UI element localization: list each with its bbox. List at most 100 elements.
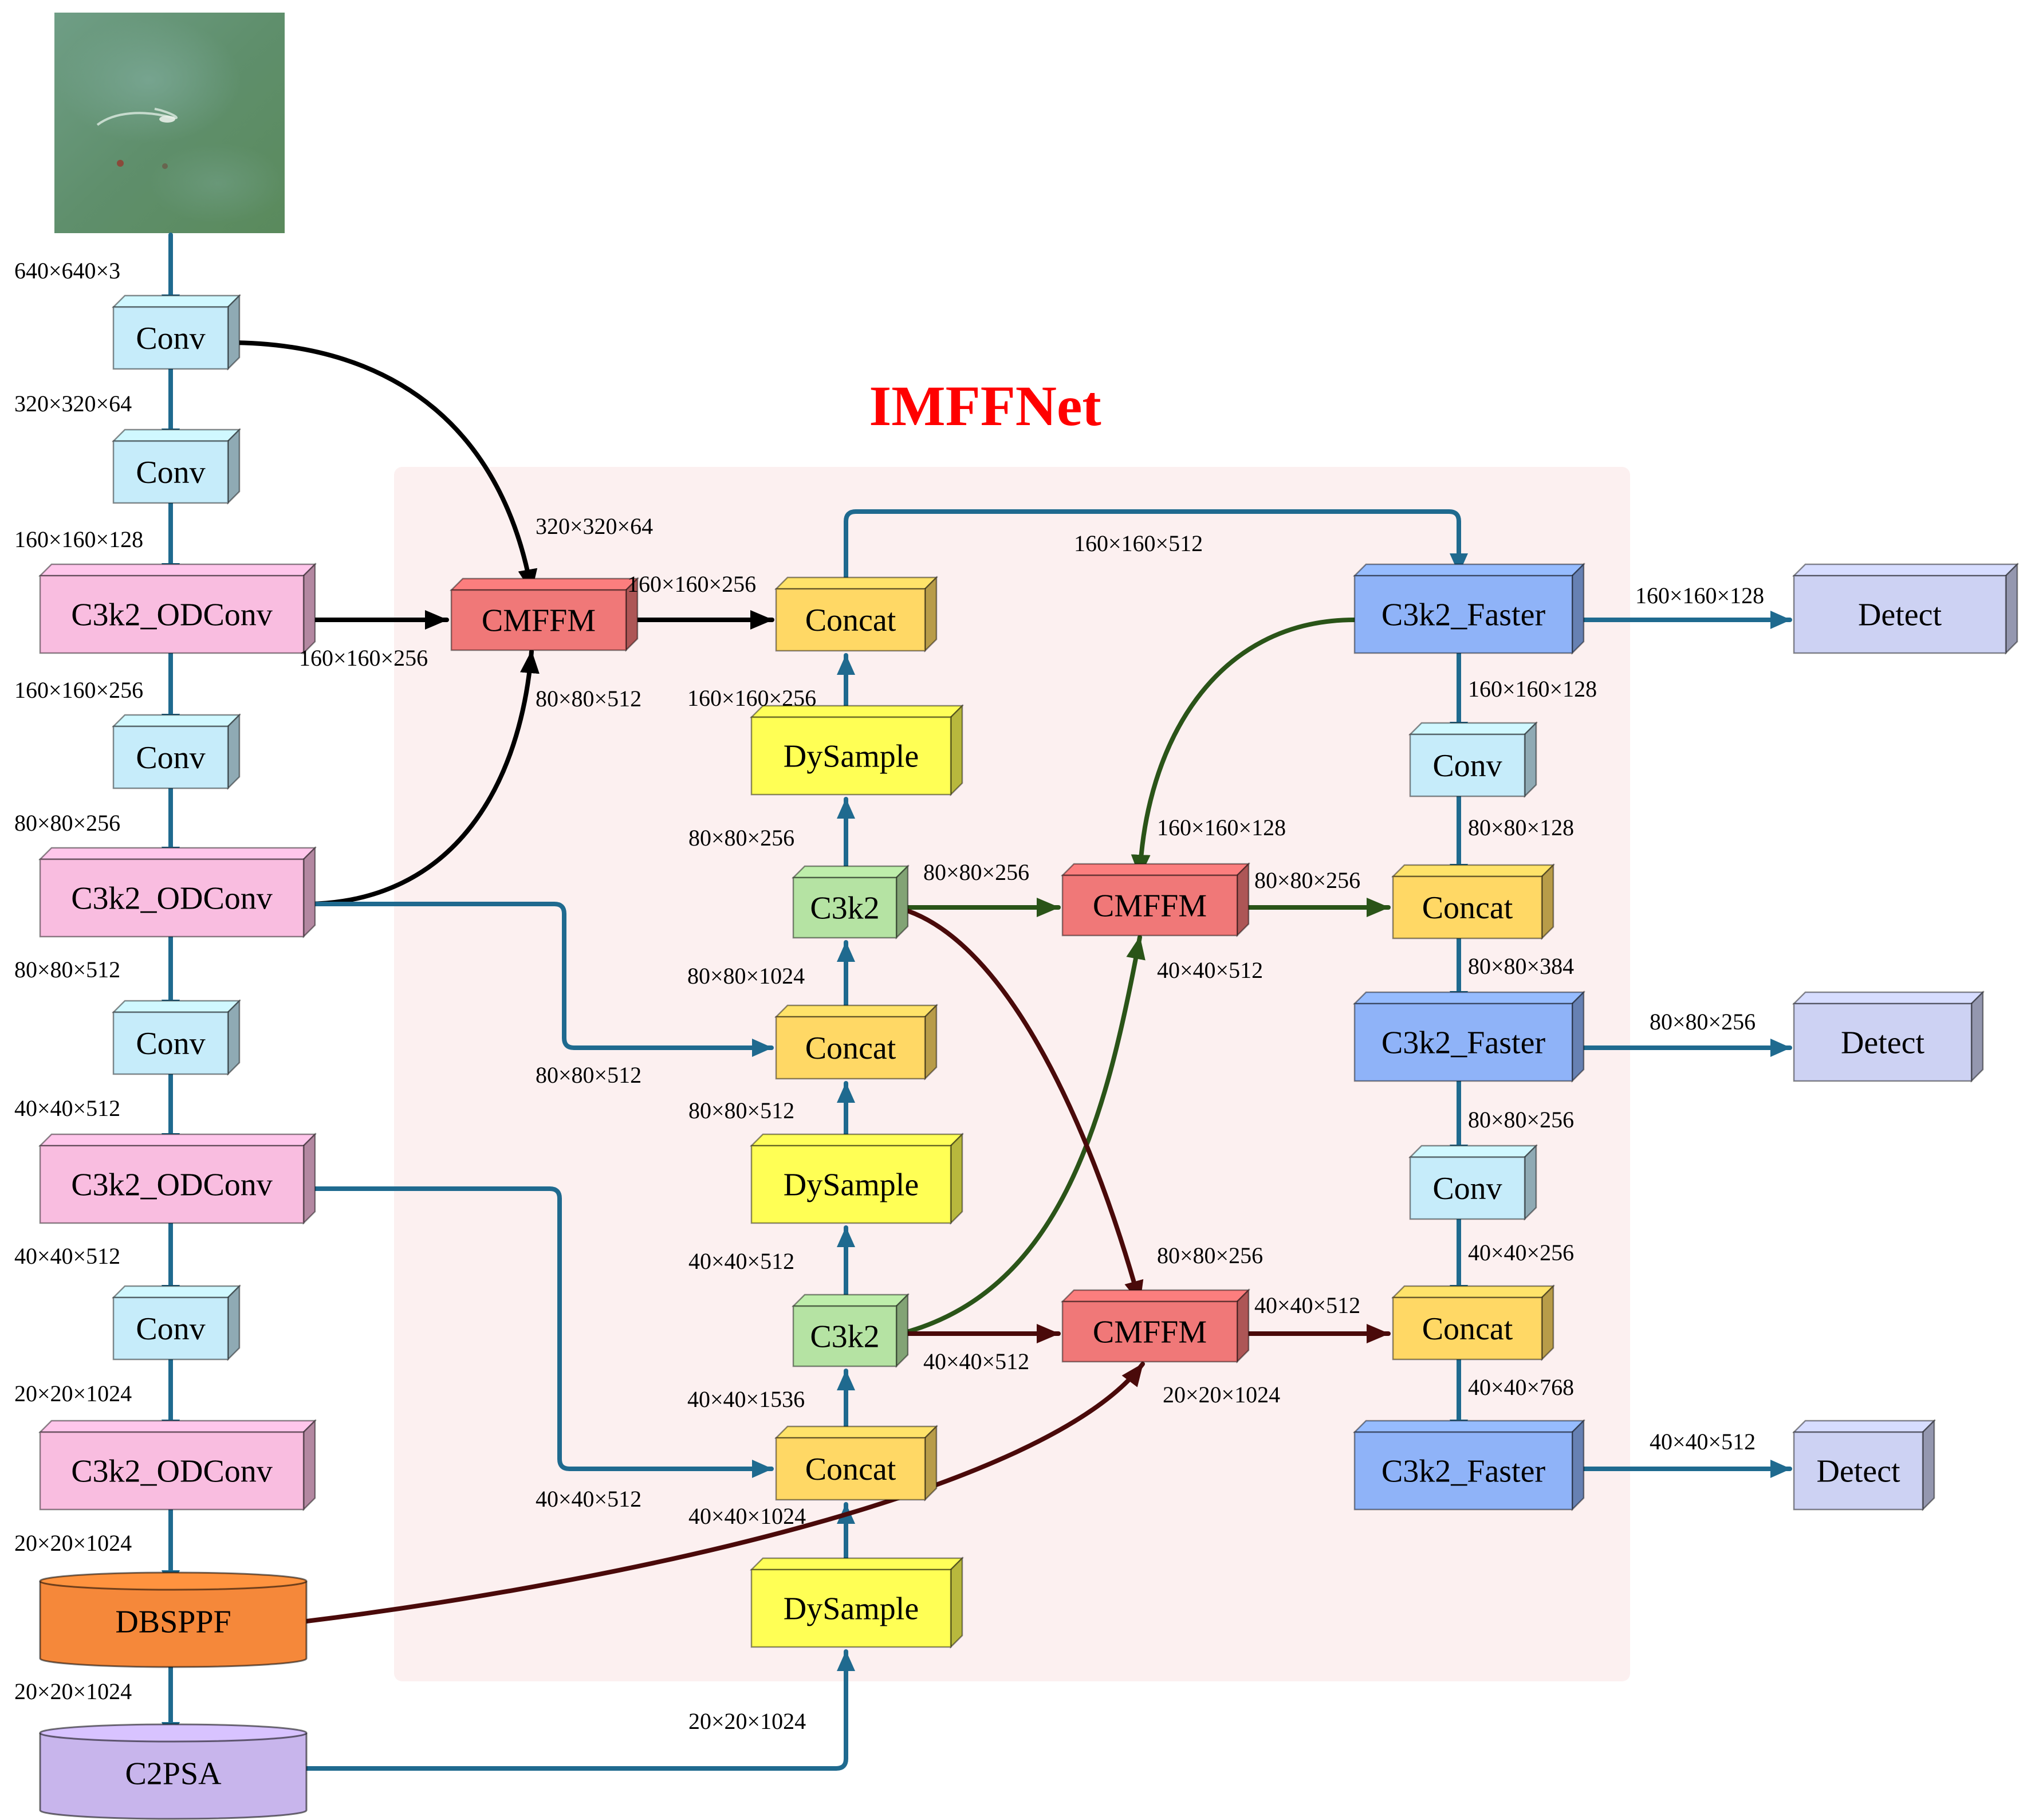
node-label: DySample [784, 1168, 919, 1203]
node-front-face [1061, 874, 1238, 937]
node-side-face [302, 1418, 316, 1512]
node-concat-1: Concat [774, 575, 939, 653]
node-dbsppf: DBSPPF [39, 1571, 308, 1668]
node-top-face [774, 1425, 939, 1439]
dimension-label: 160×160×128 [1468, 676, 1597, 702]
dimension-label: 80×80×512 [536, 1062, 641, 1088]
node-side-face [924, 1003, 938, 1081]
edge-concat1-faster1 [844, 509, 1468, 591]
node-front-face [792, 876, 898, 939]
node-side-face [227, 713, 241, 791]
node-side-face [950, 1132, 963, 1225]
node-side-face [895, 864, 909, 940]
node-top-face [791, 865, 910, 879]
dimension-label: 20×20×1024 [1163, 1382, 1280, 1408]
node-top-face [1352, 563, 1586, 577]
node-label: Conv [136, 321, 205, 356]
dimension-label: 160×160×128 [14, 526, 143, 552]
node-label: C2PSA [125, 1756, 222, 1792]
node-front-face [1392, 875, 1543, 940]
node-front-face [1061, 1300, 1238, 1363]
node-top-face [774, 1004, 939, 1018]
dimension-label: 640×640×3 [14, 258, 120, 284]
dimension-label: 40×40×512 [1157, 957, 1263, 983]
node-label: Conv [136, 740, 205, 776]
edge-od3-concat3 [301, 1186, 774, 1478]
node-front-face [1392, 1296, 1543, 1361]
dimension-label: 80×80×256 [1650, 1009, 1756, 1035]
node-conv-r2: Conv [1408, 1143, 1538, 1221]
node-top-face [111, 1000, 242, 1013]
dimension-label: 80×80×256 [1468, 1107, 1574, 1133]
node-top-face [111, 1285, 242, 1299]
dimension-label: 80×80×256 [688, 825, 794, 851]
node-side-face [1571, 990, 1585, 1083]
node-faster-3: C3k2_Faster [1352, 1418, 1586, 1512]
node-bb-odconv-2: C3k2_ODConv [38, 846, 317, 939]
node-c3k2-2: C3k2 [791, 1292, 910, 1369]
node-cylinder-top [39, 1571, 308, 1591]
node-top-face [1391, 864, 1556, 878]
node-side-face [1236, 1288, 1250, 1364]
node-front-face [39, 575, 305, 654]
dimension-label: 40×40×256 [1468, 1240, 1574, 1265]
node-side-face [227, 427, 241, 505]
node-front-face [775, 1016, 926, 1080]
edge-od2-cmffm1 [301, 649, 540, 906]
dimension-label: 80×80×512 [14, 957, 120, 982]
dimension-label: 40×40×1536 [687, 1386, 805, 1412]
node-cmffm-1: CMFFM [449, 576, 640, 652]
node-top-face [111, 714, 242, 728]
dimension-label: 80×80×128 [1468, 815, 1574, 840]
dimension-label: 320×320×64 [536, 513, 653, 539]
node-concat-2: Concat [774, 1003, 939, 1081]
nodes-layer: ConvConvC3k2_ODConvConvC3k2_ODConvConvC3… [38, 293, 2020, 1820]
node-cylinder-body [39, 1733, 308, 1820]
node-side-face [924, 1424, 938, 1502]
node-label: CMFFM [482, 603, 596, 639]
dimension-label: 40×40×1024 [688, 1503, 806, 1529]
node-faster-2: C3k2_Faster [1352, 990, 1586, 1083]
node-front-face [112, 440, 229, 504]
dimension-label: 40×40×512 [1254, 1292, 1360, 1318]
node-side-face [2005, 562, 2018, 655]
dimension-label: 160×160×256 [627, 571, 756, 597]
node-side-face [1571, 562, 1585, 655]
dimension-label: 160×160×256 [14, 677, 143, 703]
node-front-face [112, 1296, 229, 1361]
node-label: Concat [805, 603, 896, 638]
node-label: C3k2_Faster [1381, 598, 1546, 633]
node-label: Conv [136, 1026, 205, 1062]
node-bb-odconv-1: C3k2_ODConv [38, 562, 317, 655]
node-bb-odconv-4: C3k2_ODConv [38, 1418, 317, 1512]
node-front-face [750, 716, 952, 796]
edge-c2psa-dys3 [304, 1649, 855, 1771]
dimension-label: 80×80×384 [1468, 953, 1574, 979]
node-top-face [1352, 1420, 1586, 1433]
dimension-label: 40×40×512 [1650, 1429, 1756, 1455]
node-top-face [1792, 1420, 1937, 1433]
node-front-face [1793, 1003, 1973, 1082]
node-top-face [38, 1133, 317, 1147]
node-front-face [750, 1145, 952, 1224]
dimension-label: 40×40×512 [14, 1243, 120, 1269]
dimension-label: 80×80×256 [923, 859, 1029, 885]
edge-c3k2-1-cmffm3 [894, 905, 1144, 1305]
node-conv-r1: Conv [1408, 721, 1538, 799]
node-side-face [302, 1132, 316, 1225]
node-c3k2-1: C3k2 [791, 864, 910, 940]
node-label: C3k2 [810, 891, 879, 926]
edge-faster1-cmffm2 [1131, 618, 1357, 879]
node-side-face [924, 575, 938, 653]
node-label: C3k2_ODConv [71, 1168, 273, 1203]
node-top-face [111, 429, 242, 442]
node-side-face [1571, 1418, 1585, 1512]
dimension-label: 20×20×1024 [14, 1381, 132, 1406]
node-side-face [1541, 863, 1554, 941]
node-side-face [1541, 1284, 1554, 1362]
node-side-face [1970, 990, 1984, 1083]
node-front-face [1793, 1431, 1924, 1511]
node-label: C3k2_ODConv [71, 881, 273, 917]
node-front-face [1353, 1431, 1573, 1511]
node-bb-conv-3: Conv [111, 713, 242, 791]
